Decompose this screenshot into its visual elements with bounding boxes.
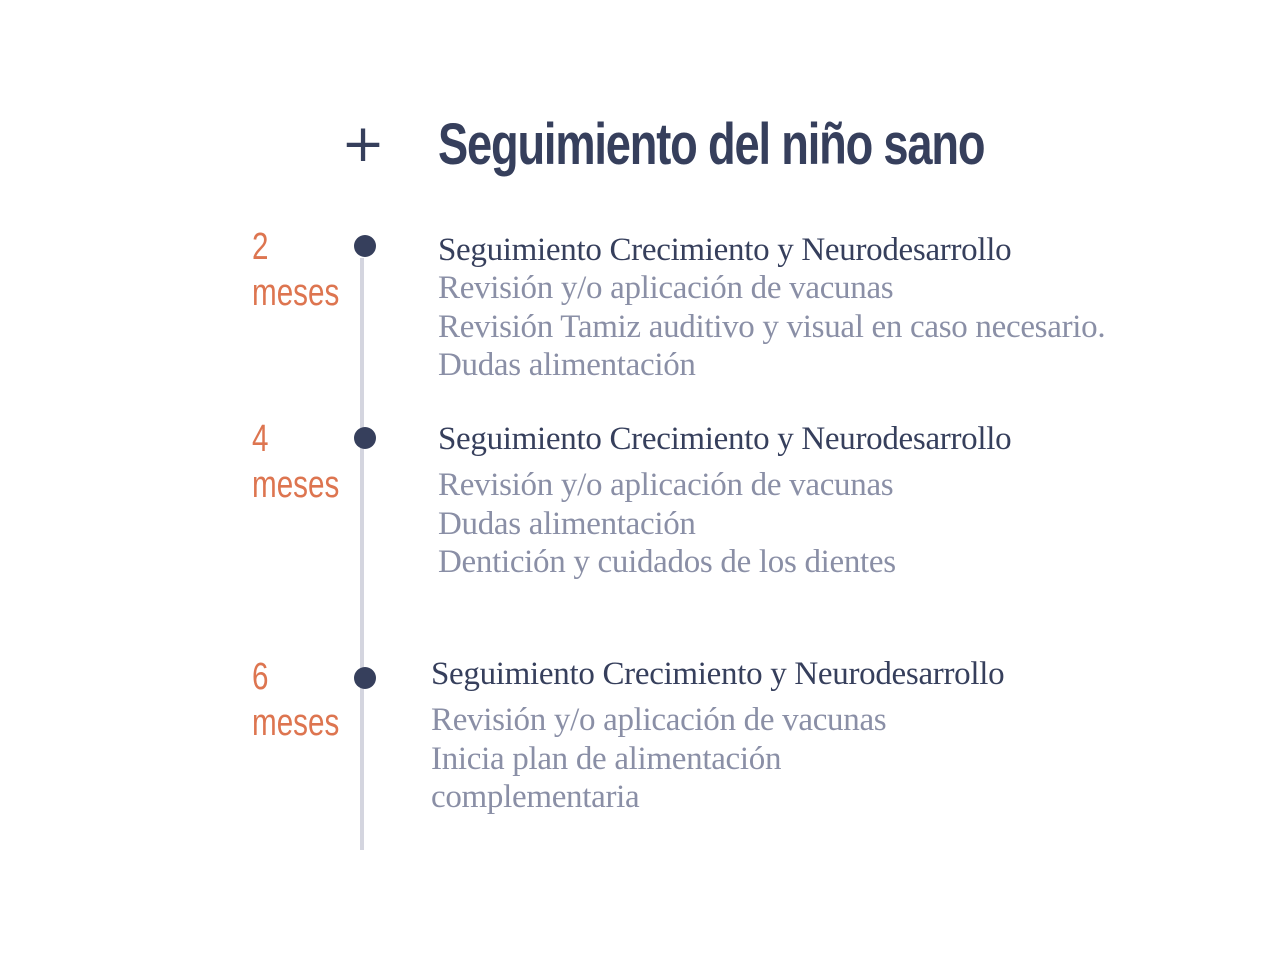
list-item: Dentición y cuidados de los dientes xyxy=(438,544,896,580)
list-item: Revisión y/o aplicación de vacunas xyxy=(431,702,887,738)
page-title: Seguimiento del niño sano xyxy=(438,112,986,177)
age-label-4-meses: 4 meses xyxy=(252,416,339,508)
age-number: 2 xyxy=(252,226,269,268)
entry-items: Revisión y/o aplicación de vacunas Revis… xyxy=(438,269,1106,385)
list-item: Dudas alimentación xyxy=(438,347,696,383)
list-item: complementaria xyxy=(431,779,640,815)
timeline-entry-6-meses: Seguimiento Crecimiento y Neurodesarroll… xyxy=(431,655,1005,817)
list-item: Revisión y/o aplicación de vacunas xyxy=(438,467,894,503)
timeline-dot xyxy=(354,427,376,449)
timeline-line xyxy=(360,258,364,850)
age-unit: meses xyxy=(252,272,340,314)
entry-heading: Seguimiento Crecimiento y Neurodesarroll… xyxy=(438,232,1012,268)
list-item: Revisión Tamiz auditivo y visual en caso… xyxy=(438,308,1106,345)
entry-heading: Seguimiento Crecimiento y Neurodesarroll… xyxy=(431,656,1005,692)
timeline-dot xyxy=(354,235,376,257)
list-item: Dudas alimentación xyxy=(438,505,696,542)
entry-items: Revisión y/o aplicación de vacunas Dudas… xyxy=(438,466,1011,582)
timeline-entry-4-meses: Seguimiento Crecimiento y Neurodesarroll… xyxy=(438,420,1012,582)
age-label-6-meses: 6 meses xyxy=(252,654,339,746)
entry-items: Revisión y/o aplicación de vacunas Inici… xyxy=(431,701,1004,817)
age-unit: meses xyxy=(252,464,340,506)
age-number: 6 xyxy=(252,656,269,698)
age-label-2-meses: 2 meses xyxy=(252,224,339,316)
entry-heading: Seguimiento Crecimiento y Neurodesarroll… xyxy=(438,421,1012,457)
plus-icon: + xyxy=(341,114,385,174)
age-number: 4 xyxy=(252,418,269,460)
timeline-entry-2-meses: Seguimiento Crecimiento y Neurodesarroll… xyxy=(438,231,1106,385)
list-item: Revisión y/o aplicación de vacunas xyxy=(438,270,894,306)
list-item: Inicia plan de alimentación xyxy=(431,740,782,777)
age-unit: meses xyxy=(252,702,340,744)
timeline-dot xyxy=(354,667,376,689)
